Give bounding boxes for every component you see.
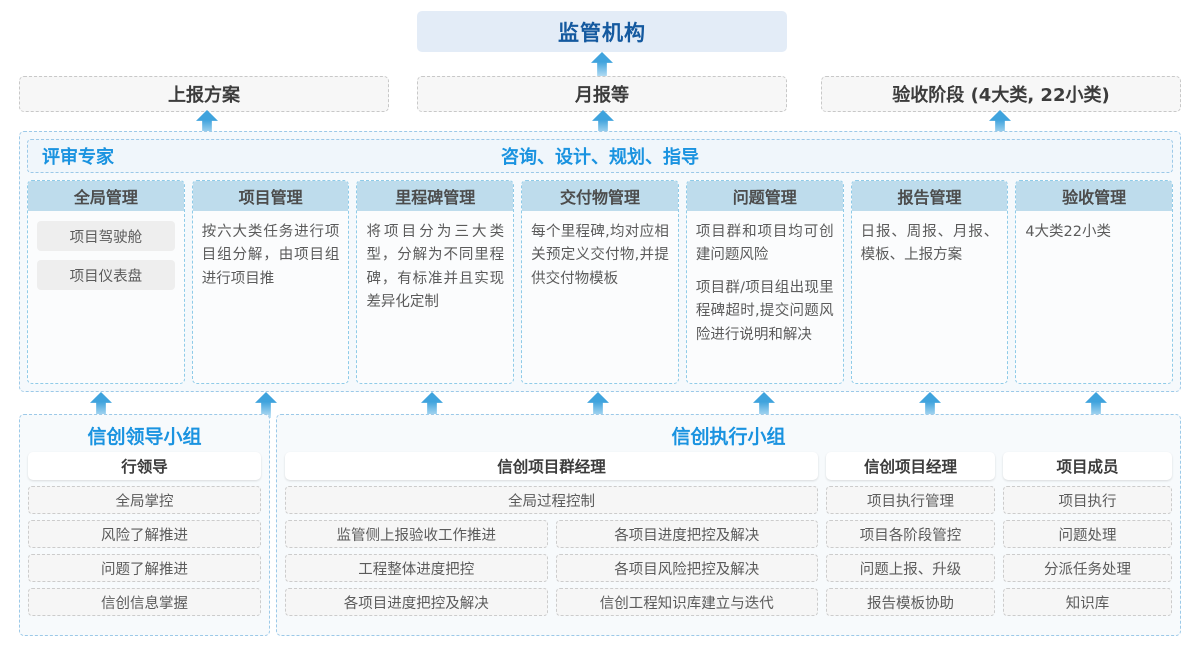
list-item[interactable]: 项目执行 [1003, 486, 1172, 514]
list-item[interactable]: 项目执行管理 [826, 486, 995, 514]
card-deliverable-management[interactable]: 交付物管理 每个里程碑,均对应相关预定义交付物,并提供交付物模板 [521, 180, 679, 384]
program-manager-column: 信创项目群经理 全局过程控制 监管侧上报验收工作推进 工程整体进度把控 各项目进… [285, 452, 818, 616]
list-item[interactable]: 问题处理 [1003, 520, 1172, 548]
card-milestone-management[interactable]: 里程碑管理 将项目分为三大类型，分解为不同里程碑，有标准并且实现差异化定制 [356, 180, 515, 384]
card-paragraph: 项目群和项目均可创建问题风险 [695, 224, 834, 264]
card-title: 报告管理 [851, 181, 1008, 211]
list-item[interactable]: 工程整体进度把控 [285, 554, 548, 582]
pill-project-dashboard[interactable]: 项目仪表盘 [37, 260, 175, 290]
card-body: 日报、周报、月报、模板、上报方案 [852, 211, 1008, 383]
list-item[interactable]: 问题上报、升级 [826, 554, 995, 582]
list-item[interactable]: 各项目进度把控及解决 [555, 520, 818, 548]
card-paragraph: 4大类22小类 [1025, 224, 1111, 240]
card-global-management[interactable]: 全局管理 项目驾驶舱 项目仪表盘 [27, 180, 185, 384]
leadership-group-title: 信创领导小组 [87, 426, 202, 448]
list-item[interactable]: 知识库 [1003, 588, 1172, 616]
list-item[interactable]: 项目各阶段管控 [826, 520, 995, 548]
list-item[interactable]: 监管侧上报验收工作推进 [285, 520, 548, 548]
card-title: 里程碑管理 [357, 181, 514, 211]
list-item[interactable]: 各项目风险把控及解决 [555, 554, 818, 582]
program-manager-duty-col-left: 监管侧上报验收工作推进 工程整体进度把控 各项目进度把控及解决 [285, 520, 548, 616]
list-item[interactable]: 全局掌控 [28, 486, 261, 514]
list-item[interactable]: 报告模板协助 [826, 588, 995, 616]
pill-project-cockpit[interactable]: 项目驾驶舱 [37, 221, 175, 251]
card-report-management[interactable]: 报告管理 日报、周报、月报、模板、上报方案 [850, 180, 1009, 384]
list-item[interactable]: 问题了解推进 [28, 554, 261, 582]
card-paragraph: 项目群/项目组出现里程碑超时,提交问题风险进行说明和解决 [695, 279, 834, 343]
list-item[interactable]: 分派任务处理 [1003, 554, 1172, 582]
list-item[interactable]: 风险了解推进 [28, 520, 261, 548]
card-body: 每个里程碑,均对应相关预定义交付物,并提供交付物模板 [522, 211, 678, 383]
regulator-box: 监管机构 [417, 11, 787, 52]
program-manager-duty-grid: 监管侧上报验收工作推进 工程整体进度把控 各项目进度把控及解决 各项目进度把控及… [285, 520, 818, 616]
platform-band: 评审专家 咨询、设计、规划、指导 全局管理 项目驾驶舱 项目仪表盘 项目管理 按… [19, 131, 1181, 392]
management-card-row: 全局管理 项目驾驶舱 项目仪表盘 项目管理 按六大类任务进行项目组分解，由项目组… [27, 180, 1174, 384]
project-manager-duty-list: 项目执行管理 项目各阶段管控 问题上报、升级 报告模板协助 [826, 486, 995, 616]
leadership-group-panel: 信创领导小组 行领导 全局掌控 风险了解推进 问题了解推进 信创信息掌握 [19, 414, 270, 636]
role-bank-leader[interactable]: 行领导 [28, 452, 261, 480]
consulting-design-planning-guidance-label: 咨询、设计、规划、指导 [501, 147, 699, 168]
card-body: 将项目分为三大类型，分解为不同里程碑，有标准并且实现差异化定制 [357, 211, 513, 383]
leadership-duty-list: 全局掌控 风险了解推进 问题了解推进 信创信息掌握 [28, 486, 261, 616]
program-manager-duty-list: 全局过程控制 监管侧上报验收工作推进 工程整体进度把控 各项目进度把控及解决 各… [285, 486, 818, 616]
doc-monthly-report-box: 月报等 [417, 76, 787, 112]
role-project-member[interactable]: 项目成员 [1003, 452, 1172, 480]
card-body: 项目驾驶舱 项目仪表盘 [28, 211, 184, 383]
card-project-management[interactable]: 项目管理 按六大类任务进行项目组分解，由项目组进行项目推 [191, 180, 350, 384]
execution-group-panel: 信创执行小组 信创项目群经理 全局过程控制 监管侧上报验收工作推进 工程整体进度… [276, 414, 1181, 636]
card-title: 交付物管理 [522, 181, 678, 211]
card-title: 项目管理 [192, 181, 349, 211]
doc-acceptance-stage-box: 验收阶段 (4大类, 22小类) [821, 76, 1181, 112]
role-program-manager[interactable]: 信创项目群经理 [285, 452, 818, 480]
project-manager-column: 信创项目经理 项目执行管理 项目各阶段管控 问题上报、升级 报告模板协助 [826, 452, 995, 616]
card-paragraph: 日报、周报、月报、模板、上报方案 [860, 224, 999, 264]
list-item[interactable]: 各项目进度把控及解决 [285, 588, 548, 616]
card-body: 4大类22小类 [1016, 211, 1172, 383]
program-manager-duty-col-right: 各项目进度把控及解决 各项目风险把控及解决 信创工程知识库建立与迭代 [555, 520, 818, 616]
list-item[interactable]: 信创工程知识库建立与迭代 [555, 588, 818, 616]
card-title: 全局管理 [28, 181, 184, 211]
card-paragraph: 每个里程碑,均对应相关预定义交付物,并提供交付物模板 [531, 224, 669, 287]
card-issue-management[interactable]: 问题管理 项目群和项目均可创建问题风险 项目群/项目组出现里程碑超时,提交问题风… [685, 180, 844, 384]
card-title: 验收管理 [1016, 181, 1173, 211]
doc-report-plan-box: 上报方案 [19, 76, 389, 112]
list-item[interactable]: 全局过程控制 [285, 486, 818, 514]
role-project-manager[interactable]: 信创项目经理 [826, 452, 995, 480]
execution-group-title: 信创执行小组 [671, 426, 786, 448]
card-body: 按六大类任务进行项目组分解，由项目组进行项目推 [193, 211, 349, 383]
arrow-regulator-from-monthly [591, 52, 613, 78]
card-title: 问题管理 [686, 181, 843, 211]
list-item[interactable]: 信创信息掌握 [28, 588, 261, 616]
project-member-column: 项目成员 项目执行 问题处理 分派任务处理 知识库 [1003, 452, 1172, 616]
card-acceptance-management[interactable]: 验收管理 4大类22小类 [1015, 180, 1174, 384]
card-paragraph: 将项目分为三大类型，分解为不同里程碑，有标准并且实现差异化定制 [366, 224, 505, 311]
review-experts-label: 评审专家 [42, 147, 114, 168]
card-paragraph: 按六大类任务进行项目组分解，由项目组进行项目推 [201, 224, 340, 287]
execution-role-columns: 信创项目群经理 全局过程控制 监管侧上报验收工作推进 工程整体进度把控 各项目进… [285, 452, 1172, 616]
card-body: 项目群和项目均可创建问题风险 项目群/项目组出现里程碑超时,提交问题风险进行说明… [687, 211, 843, 383]
platform-band-header: 评审专家 咨询、设计、规划、指导 [27, 139, 1173, 173]
project-member-duty-list: 项目执行 问题处理 分派任务处理 知识库 [1003, 486, 1172, 616]
